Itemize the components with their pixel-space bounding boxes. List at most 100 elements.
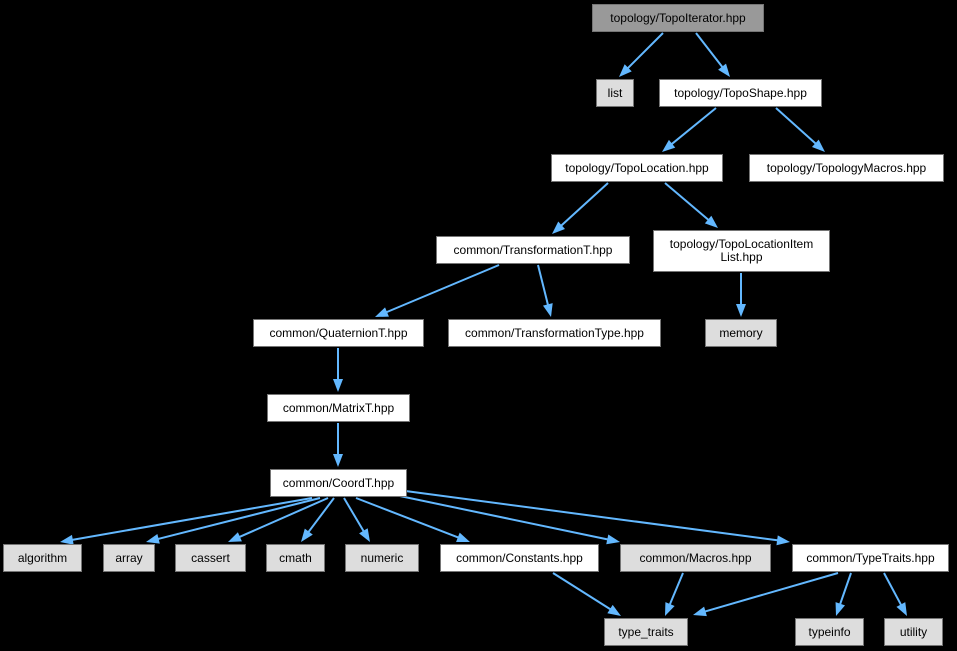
edge-arrowhead bbox=[359, 528, 370, 542]
edge-line bbox=[343, 497, 366, 534]
edge-coordt-to-algorithm bbox=[60, 497, 313, 545]
edge-coordt-to-cmath bbox=[301, 497, 335, 542]
edge-topoiterator-to-toposhape bbox=[695, 32, 730, 77]
node-toposhape[interactable]: topology/TopoShape.hpp bbox=[659, 79, 822, 107]
node-memory[interactable]: memory bbox=[705, 319, 777, 347]
edge-line bbox=[306, 497, 335, 534]
node-label: common/TypeTraits.hpp bbox=[806, 550, 935, 565]
edge-arrowhead bbox=[333, 454, 343, 467]
node-label: cmath bbox=[279, 550, 312, 565]
edge-arrowhead bbox=[704, 215, 718, 228]
node-typetraits[interactable]: common/TypeTraits.hpp bbox=[792, 544, 949, 572]
edge-coordt-to-macros bbox=[394, 494, 620, 545]
node-label: topology/TopologyMacros.hpp bbox=[766, 160, 927, 175]
edge-arrowhead bbox=[456, 532, 470, 542]
edge-quaternion-to-matrixt bbox=[333, 348, 343, 392]
node-utility[interactable]: utility bbox=[884, 618, 943, 646]
node-label: typeinfo bbox=[808, 624, 851, 639]
edge-topoiterator-to-list bbox=[619, 32, 664, 77]
node-algorithm[interactable]: algorithm bbox=[3, 544, 82, 572]
edge-transformt-to-quaternion bbox=[375, 264, 500, 317]
edge-matrixt-to-coordt bbox=[333, 423, 343, 467]
edge-line bbox=[883, 572, 903, 607]
node-list[interactable]: list bbox=[596, 79, 634, 107]
edge-typetraits-to-utility bbox=[883, 572, 907, 616]
edge-coordt-to-numeric bbox=[343, 497, 370, 542]
edge-arrowhead bbox=[228, 532, 242, 542]
node-label: common/CoordT.hpp bbox=[282, 475, 395, 490]
node-topolocitem[interactable]: topology/TopoLocationItem List.hpp bbox=[653, 230, 830, 272]
node-topoiterator[interactable]: topology/TopoIterator.hpp bbox=[592, 4, 764, 32]
node-label: common/TransformationType.hpp bbox=[465, 325, 644, 340]
node-transformtype[interactable]: common/TransformationType.hpp bbox=[448, 319, 661, 347]
edge-line bbox=[355, 497, 461, 539]
edge-line bbox=[559, 182, 609, 228]
edge-line bbox=[838, 572, 852, 606]
edge-topolocitem-to-memory bbox=[736, 273, 746, 317]
node-cassert[interactable]: cassert bbox=[175, 544, 246, 572]
edge-line bbox=[775, 107, 818, 146]
edge-line bbox=[668, 572, 684, 607]
edge-arrowhead bbox=[776, 535, 790, 546]
node-constants[interactable]: common/Constants.hpp bbox=[440, 544, 599, 572]
edge-coordt-to-array bbox=[146, 497, 321, 544]
node-macros[interactable]: common/Macros.hpp bbox=[620, 544, 771, 572]
node-label: array bbox=[115, 550, 143, 565]
edge-arrowhead bbox=[835, 602, 846, 616]
node-label: common/TransformationT.hpp bbox=[453, 242, 613, 257]
node-label: cassert bbox=[191, 550, 230, 565]
edge-arrowhead bbox=[552, 221, 565, 234]
node-label: topology/TopoIterator.hpp bbox=[610, 10, 746, 25]
node-cmath[interactable]: cmath bbox=[266, 544, 325, 572]
edge-arrowhead bbox=[333, 379, 343, 392]
edge-line bbox=[397, 489, 780, 542]
edge-line bbox=[237, 497, 329, 539]
node-label: algorithm bbox=[17, 550, 68, 565]
node-label: common/Constants.hpp bbox=[456, 550, 583, 565]
edge-arrowhead bbox=[60, 534, 74, 545]
node-topolocation[interactable]: topology/TopoLocation.hpp bbox=[551, 154, 723, 182]
edge-constants-to-type_traits bbox=[552, 572, 621, 616]
edge-arrowhead bbox=[619, 64, 632, 77]
edge-line bbox=[703, 572, 839, 613]
node-label: topology/TopoLocation.hpp bbox=[565, 160, 709, 175]
edge-arrowhead bbox=[662, 139, 676, 152]
edge-arrowhead bbox=[896, 602, 907, 616]
edge-coordt-to-constants bbox=[355, 497, 470, 542]
node-coordt[interactable]: common/CoordT.hpp bbox=[270, 469, 407, 497]
edge-topolocation-to-topolocitem bbox=[664, 182, 718, 228]
edge-line bbox=[664, 182, 711, 222]
edge-arrowhead bbox=[718, 63, 730, 77]
node-label: list bbox=[607, 85, 623, 100]
edge-arrowhead bbox=[146, 533, 160, 544]
edge-line bbox=[537, 264, 550, 307]
edge-arrowhead bbox=[665, 602, 675, 616]
node-typeinfo[interactable]: typeinfo bbox=[795, 618, 864, 646]
edge-typetraits-to-typeinfo bbox=[835, 572, 852, 616]
node-transformt[interactable]: common/TransformationT.hpp bbox=[436, 236, 630, 264]
node-type_traits[interactable]: type_traits bbox=[604, 618, 688, 646]
edge-topolocation-to-transformt bbox=[552, 182, 609, 234]
edge-line bbox=[394, 494, 610, 541]
edge-coordt-to-cassert bbox=[228, 497, 329, 542]
node-label: memory bbox=[719, 325, 763, 340]
edge-transformt-to-transformtype bbox=[537, 264, 553, 317]
edge-line bbox=[552, 572, 613, 611]
edge-arrowhead bbox=[301, 528, 313, 542]
edge-arrowhead bbox=[736, 304, 746, 317]
node-label: topology/TopoShape.hpp bbox=[674, 85, 807, 100]
edge-line bbox=[384, 264, 500, 314]
edge-line bbox=[669, 107, 717, 146]
edge-line bbox=[70, 497, 313, 542]
node-matrixt[interactable]: common/MatrixT.hpp bbox=[267, 394, 410, 422]
node-array[interactable]: array bbox=[103, 544, 155, 572]
edge-arrowhead bbox=[542, 303, 553, 317]
node-quaternion[interactable]: common/QuaternionT.hpp bbox=[253, 319, 424, 347]
edge-toposhape-to-topolocation bbox=[662, 107, 717, 152]
node-topomacros[interactable]: topology/TopologyMacros.hpp bbox=[749, 154, 944, 182]
node-numeric[interactable]: numeric bbox=[345, 544, 419, 572]
edge-line bbox=[626, 32, 664, 70]
edge-line bbox=[156, 497, 321, 541]
